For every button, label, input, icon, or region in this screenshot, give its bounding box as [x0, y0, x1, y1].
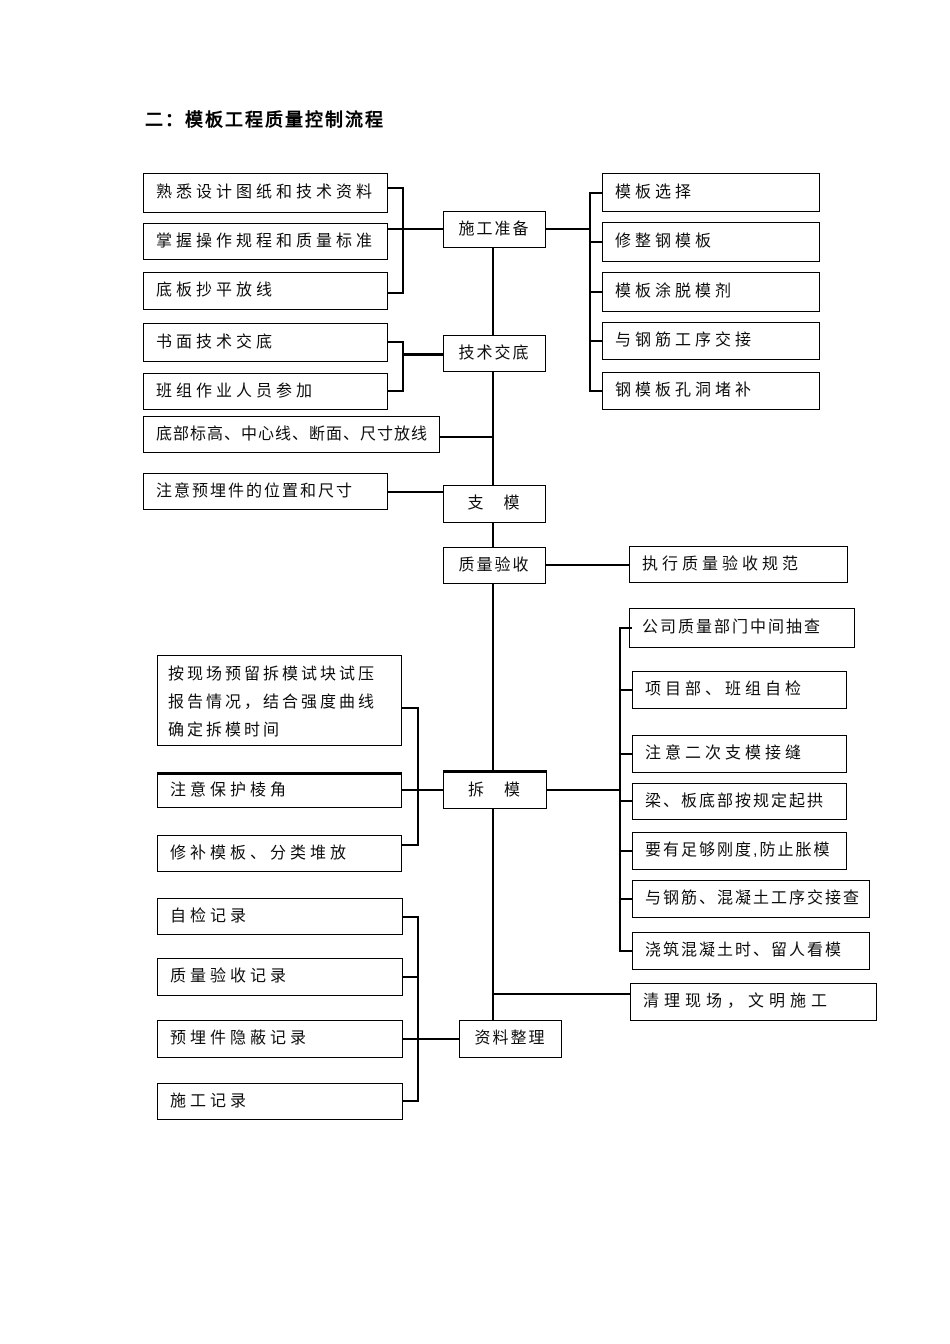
connector-hline	[388, 341, 402, 343]
box-company-spot-check: 公司质量部门中间抽查	[629, 608, 855, 648]
box-watch-formwork-during-pouring: 浇筑混凝土时、留人看模	[632, 932, 870, 970]
spine-vline	[492, 248, 494, 335]
connector-hline	[619, 627, 632, 629]
node-tech-disclosure: 技术交底	[443, 335, 546, 372]
box-embedded-parts-position: 注意预埋件的位置和尺寸	[143, 473, 388, 510]
spine-vline	[492, 523, 494, 547]
connector-hline	[492, 993, 630, 995]
connector-hline	[546, 228, 589, 230]
box-quality-acceptance-record: 质量验收记录	[157, 958, 403, 996]
box-rebar-handover: 与钢筋工序交接	[602, 322, 820, 360]
box-self-inspection-record: 自检记录	[157, 898, 403, 935]
connector-hline	[546, 564, 629, 566]
connector-vline	[619, 627, 621, 952]
connector-hline	[402, 353, 443, 356]
connector-hline	[403, 1038, 459, 1040]
box-beam-slab-camber: 梁、板底部按规定起拱	[632, 783, 847, 820]
box-site-cleanup: 清理现场，文明施工	[630, 983, 877, 1021]
connector-hline	[619, 898, 632, 900]
connector-vline	[402, 187, 404, 294]
box-formwork-selection: 模板选择	[602, 173, 820, 212]
node-formwork-removal: 拆 模	[443, 770, 547, 809]
box-hole-plugging: 钢模板孔洞堵补	[602, 372, 820, 410]
connector-hline	[388, 491, 443, 493]
connector-vline	[402, 341, 404, 392]
box-baseplate-leveling: 底板抄平放线	[143, 272, 388, 310]
box-construction-record: 施工记录	[157, 1083, 403, 1120]
connector-hline	[388, 187, 402, 189]
node-quality-acceptance: 质量验收	[443, 547, 546, 584]
connector-hline	[403, 1100, 417, 1102]
box-secondary-joint: 注意二次支模接缝	[632, 735, 847, 773]
connector-hline	[388, 292, 402, 294]
box-rebar-concrete-handover-check: 与钢筋、混凝土工序交接查	[632, 880, 870, 918]
connector-hline	[547, 789, 619, 791]
connector-vline	[417, 707, 419, 846]
box-demold-time-determination: 按现场预留拆模试块试压报告情况，结合强度曲线确定拆模时间	[157, 655, 402, 746]
box-project-team-self-check: 项目部、班组自检	[632, 671, 847, 709]
box-protect-edges: 注意保护棱角	[157, 772, 402, 808]
connector-hline	[440, 436, 492, 438]
connector-hline	[403, 976, 417, 978]
node-data-collation: 资料整理	[459, 1020, 562, 1058]
spine-vline	[492, 584, 494, 770]
box-master-operating-procedures: 掌握操作规程和质量标准	[143, 223, 388, 260]
connector-hline	[619, 800, 632, 802]
connector-hline	[402, 707, 417, 709]
connector-hline	[402, 789, 443, 791]
connector-hline	[589, 291, 602, 293]
connector-hline	[403, 916, 417, 918]
connector-hline	[589, 241, 602, 243]
connector-hline	[388, 228, 443, 230]
box-acceptance-standard: 执行质量验收规范	[629, 546, 848, 583]
box-written-tech-disclosure: 书面技术交底	[143, 323, 388, 362]
connector-hline	[402, 844, 417, 846]
box-rigidity-prevent-bulge: 要有足够刚度,防止胀模	[632, 832, 847, 870]
page-title: 二：模板工程质量控制流程	[145, 110, 385, 130]
connector-hline	[589, 340, 602, 342]
spine-vline	[492, 372, 494, 485]
connector-hline	[589, 192, 602, 194]
box-familiarize-design-drawings: 熟悉设计图纸和技术资料	[143, 173, 388, 213]
connector-vline	[417, 916, 419, 1102]
box-repair-steel-formwork: 修整钢模板	[602, 222, 820, 262]
box-release-agent: 模板涂脱模剂	[602, 272, 820, 312]
connector-hline	[589, 390, 602, 392]
box-team-personnel-participation: 班组作业人员参加	[143, 373, 388, 410]
node-construction-prep: 施工准备	[443, 211, 546, 248]
box-bottom-elevation-lines: 底部标高、中心线、断面、尺寸放线	[143, 416, 440, 453]
node-formwork-support: 支 模	[443, 485, 546, 523]
connector-hline	[619, 950, 632, 952]
connector-hline	[619, 753, 632, 755]
connector-hline	[619, 689, 632, 691]
connector-hline	[619, 850, 632, 852]
box-embedded-parts-hidden-record: 预埋件隐蔽记录	[157, 1020, 403, 1058]
connector-hline	[388, 390, 402, 392]
box-repair-formwork-stacking: 修补模板、分类堆放	[157, 835, 402, 872]
spine-vline	[492, 809, 494, 1020]
